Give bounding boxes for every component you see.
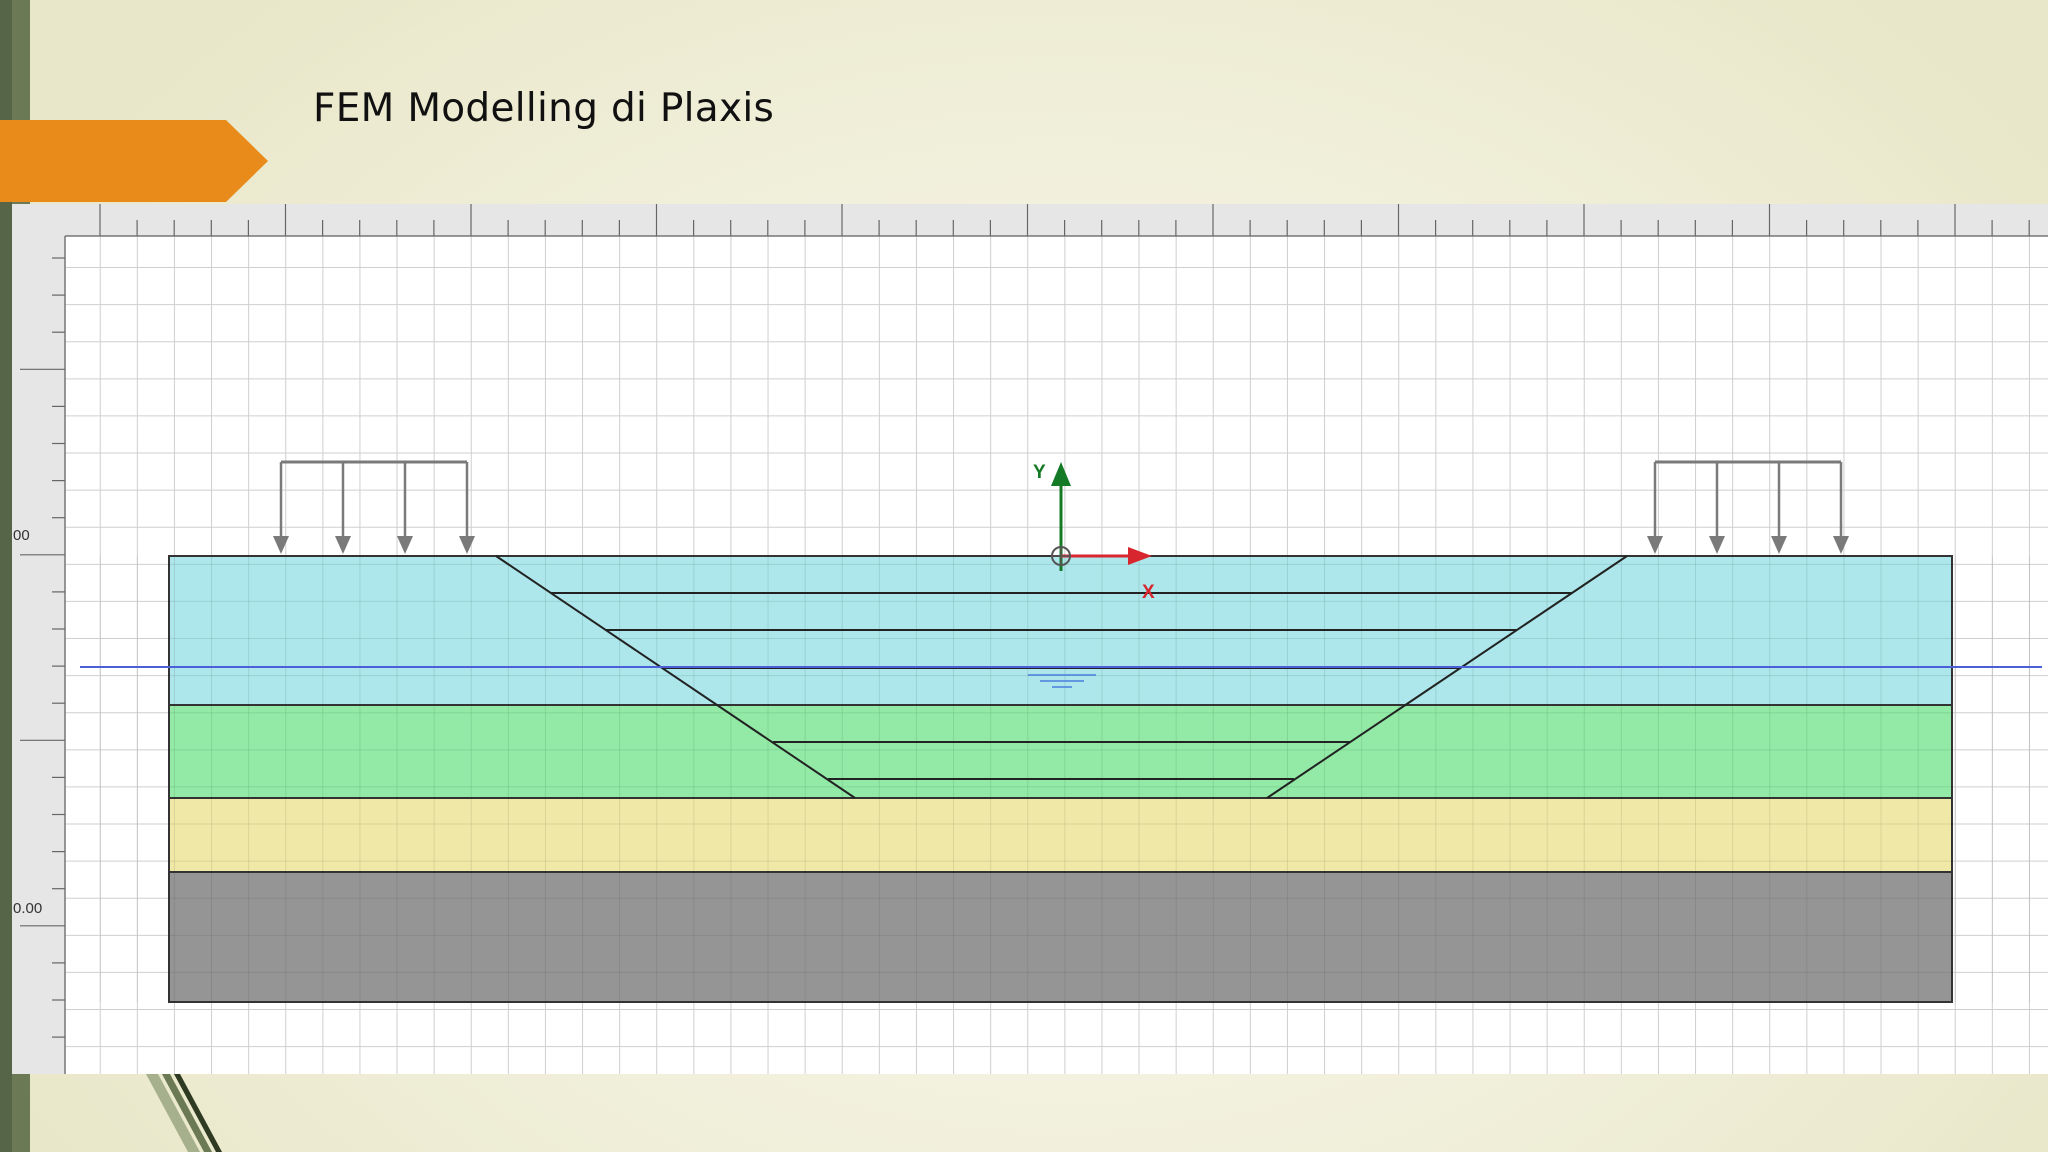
x-axis-label: X <box>1142 582 1155 603</box>
ruler-label-y-top: 00 <box>13 527 30 544</box>
ruler-label-y-bottom: 0.00 <box>13 900 42 917</box>
y-axis-label: Y <box>1033 462 1046 483</box>
excavation-slope-right <box>1266 555 1628 799</box>
left-accent-bar-inner <box>0 0 12 1152</box>
decorative-slash-lines <box>146 1074 222 1152</box>
down-arrow-icon <box>273 536 289 554</box>
plaxis-model-svg: Y X 00 0.00 <box>12 204 2048 1074</box>
x-axis-arrow-icon <box>1128 547 1152 565</box>
water-level-icon <box>1028 674 1096 688</box>
rulers <box>20 204 2048 1074</box>
excavation-slope-left <box>495 555 856 799</box>
origin-axes: Y X <box>1033 462 1155 603</box>
soil-layer-2 <box>168 704 1953 799</box>
distributed-load-right[interactable] <box>1647 460 1849 554</box>
y-axis-arrow-icon <box>1051 462 1071 486</box>
down-arrow-icon <box>335 536 351 554</box>
down-arrow-icon <box>1833 536 1849 554</box>
title-accent-arrow <box>0 120 268 202</box>
down-arrow-icon <box>1709 536 1725 554</box>
slide-title: FEM Modelling di Plaxis <box>313 86 775 131</box>
down-arrow-icon <box>1647 536 1663 554</box>
soil-layer-3 <box>168 797 1953 873</box>
distributed-load-left[interactable] <box>273 460 475 554</box>
plaxis-canvas: Y X 00 0.00 <box>12 204 2048 1074</box>
down-arrow-icon <box>459 536 475 554</box>
down-arrow-icon <box>397 536 413 554</box>
soil-layer-4 <box>168 871 1953 1003</box>
down-arrow-icon <box>1771 536 1787 554</box>
